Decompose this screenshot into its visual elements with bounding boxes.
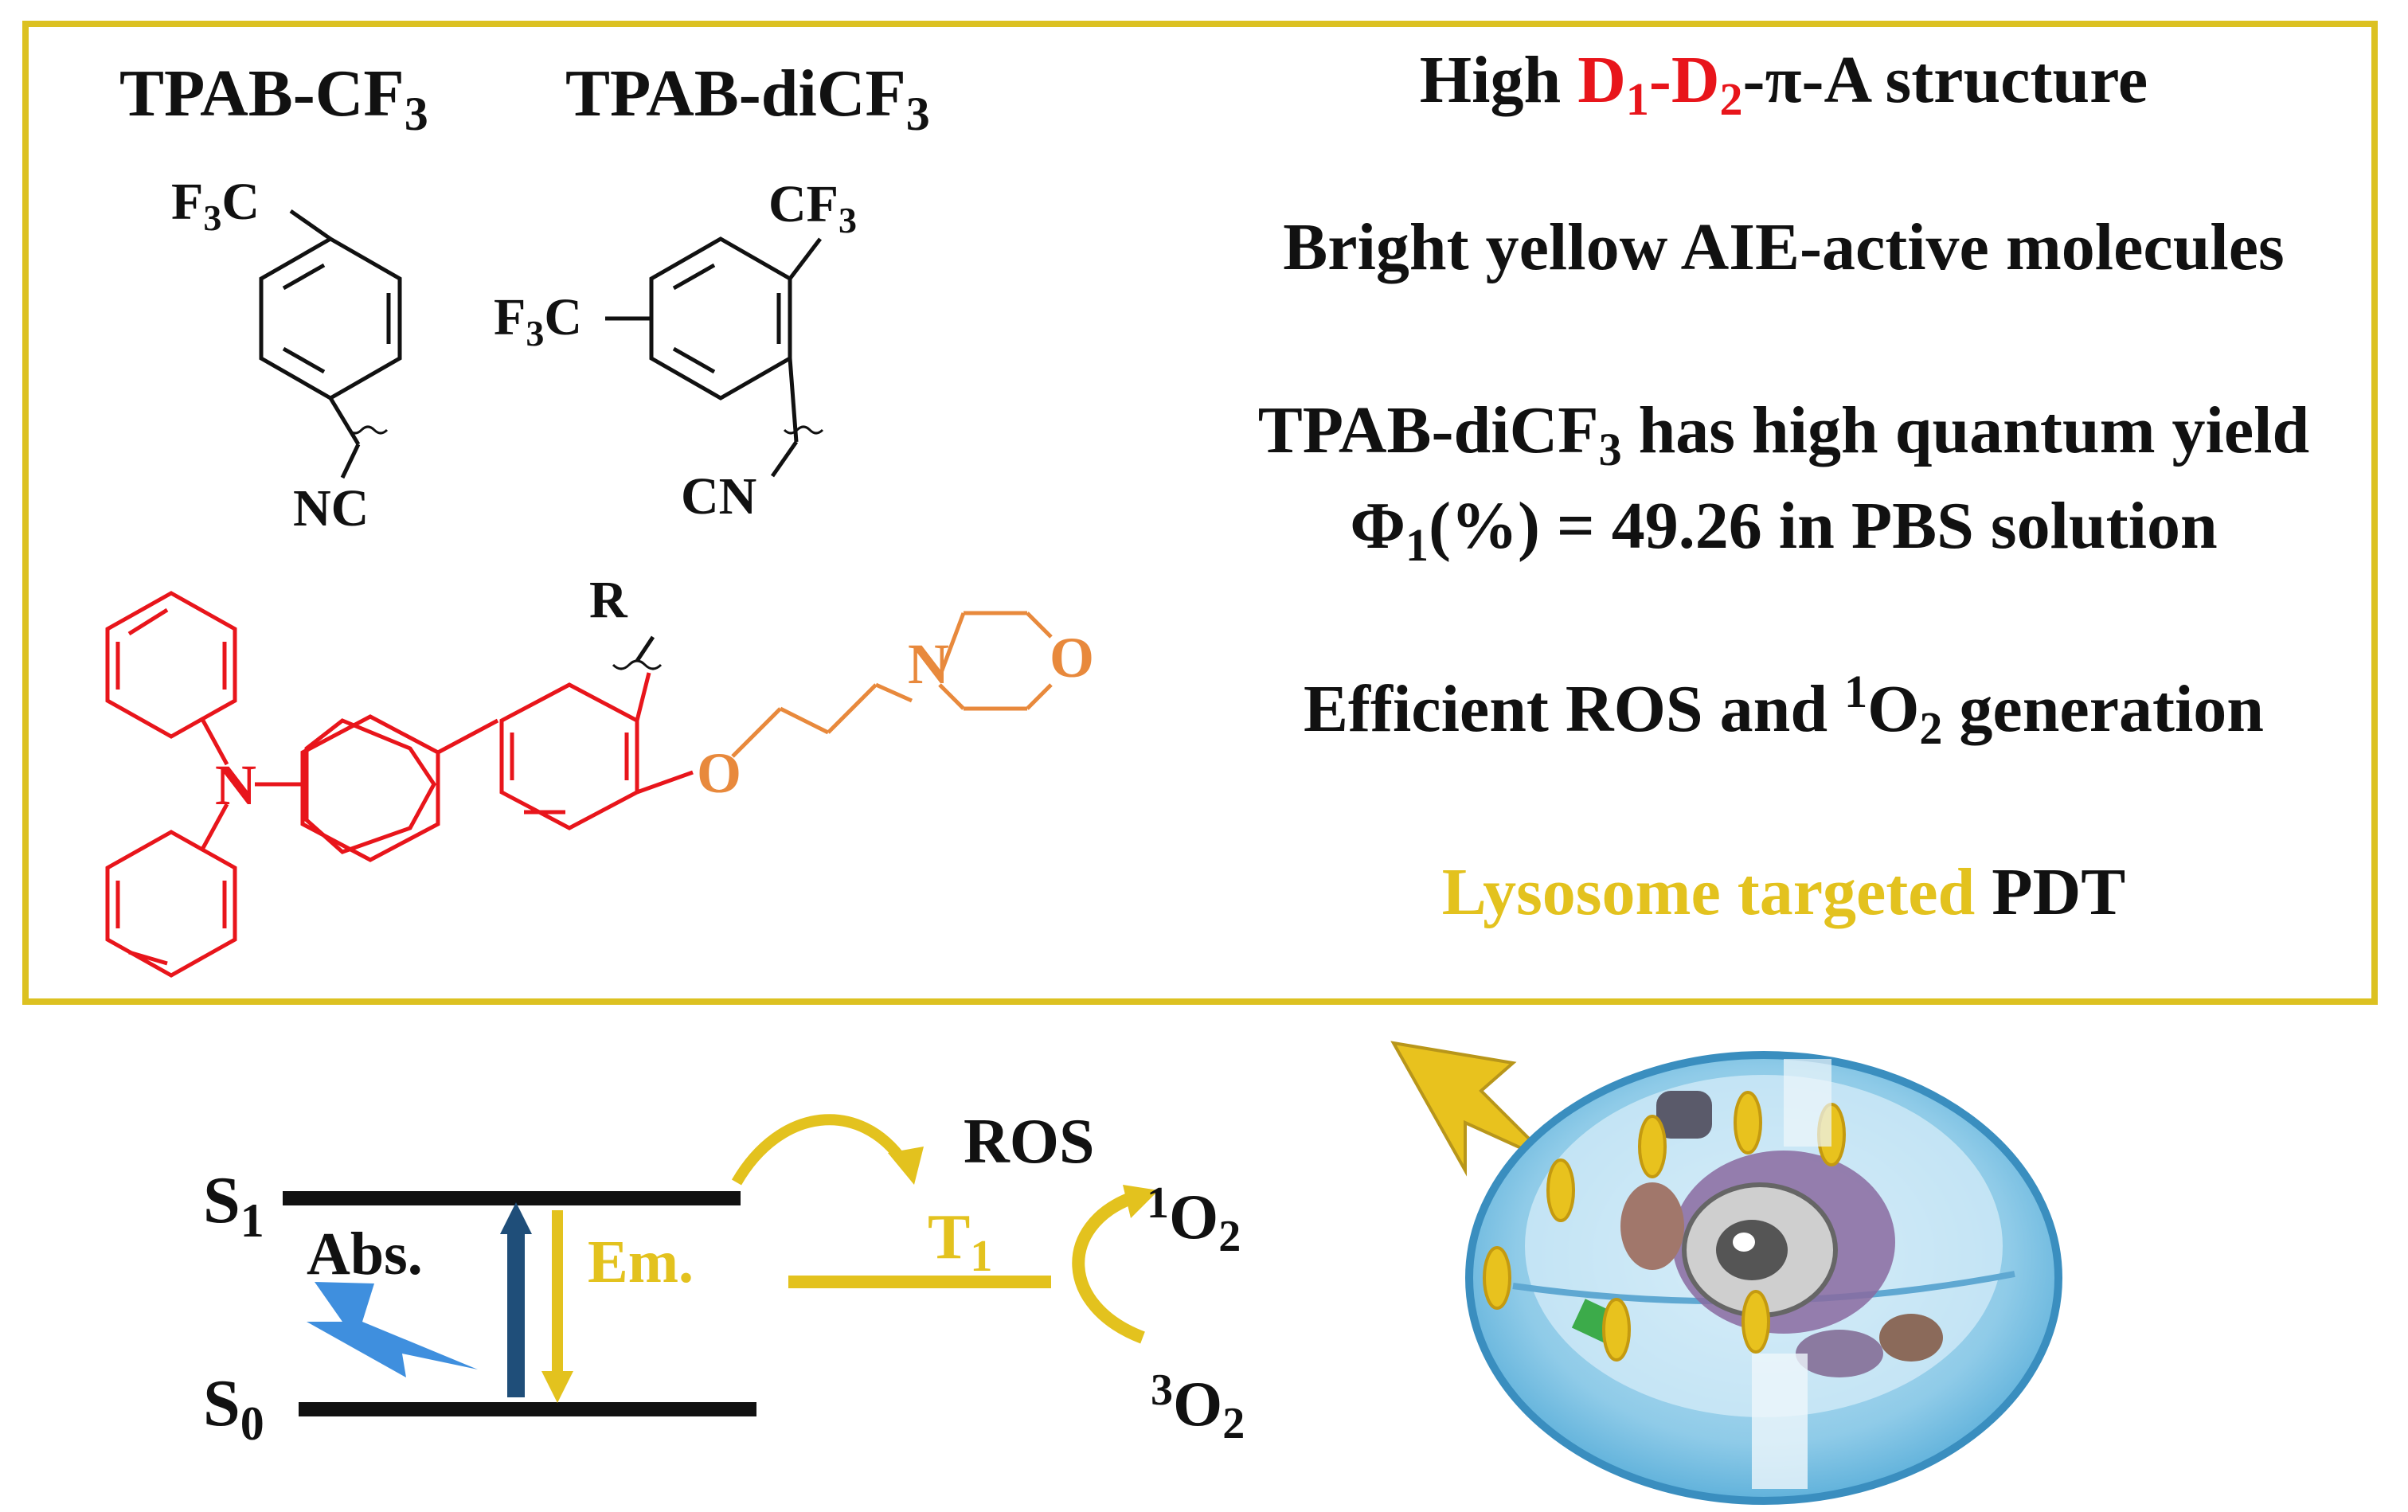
em-label: Em. — [588, 1229, 694, 1295]
feature-line-2: Bright yellow AIE-active molecules — [1283, 210, 2284, 284]
energy-transfer-curve — [1072, 1192, 1145, 1344]
core-amine-n: N — [215, 753, 256, 817]
feature-line-4: Φ1(%) = 49.26 in PBS solution — [1350, 489, 2217, 571]
sub-b-cn: CN — [681, 467, 756, 525]
lightning-icon — [307, 1282, 478, 1377]
sub-b-cf3-left: F3C — [494, 288, 582, 354]
absorption-arrow — [500, 1202, 532, 1234]
abs-label: Abs. — [307, 1221, 423, 1287]
cell-illustration-icon — [1390, 1041, 2062, 1505]
ros-label: ROS — [964, 1107, 1095, 1177]
feature-line-6: Lysosome targeted PDT — [1442, 855, 2126, 929]
core-molecule-structure — [105, 591, 1053, 978]
sub-b-cf3-top: CF3 — [768, 175, 857, 240]
core-morpholine-n: N — [908, 632, 949, 696]
core-r-label: R — [589, 571, 628, 629]
core-morpholine-o: O — [1050, 626, 1094, 690]
s0-label: S0 — [203, 1366, 264, 1450]
isc-arrow — [731, 1114, 909, 1186]
s1-label: S1 — [203, 1163, 264, 1247]
highlight-frame — [22, 21, 2378, 1005]
label-tpab-cf3: TPAB-CF3 — [119, 57, 428, 140]
feature-line-3: TPAB-diCF3 has high quantum yield — [1258, 393, 2309, 475]
t1-label: T1 — [928, 1202, 992, 1281]
substituent-a-structure — [259, 209, 402, 479]
label-tpab-dicf3: TPAB-diCF3 — [565, 57, 930, 140]
triplet-oxygen-label: 3O2 — [1151, 1365, 1245, 1448]
substituent-b-structure — [605, 236, 824, 478]
sub-a-nc: NC — [293, 479, 369, 537]
feature-line-1: High D1-D2-π-A structure — [1420, 43, 2148, 125]
feature-line-5: Efficient ROS and 1O2 generation — [1304, 666, 2264, 754]
sub-a-cf3: F3C — [171, 173, 260, 238]
core-ether-o: O — [697, 741, 741, 805]
emission-arrow — [541, 1371, 573, 1403]
energy-level-diagram — [283, 1114, 1159, 1416]
singlet-oxygen-label: 1O2 — [1147, 1178, 1241, 1261]
